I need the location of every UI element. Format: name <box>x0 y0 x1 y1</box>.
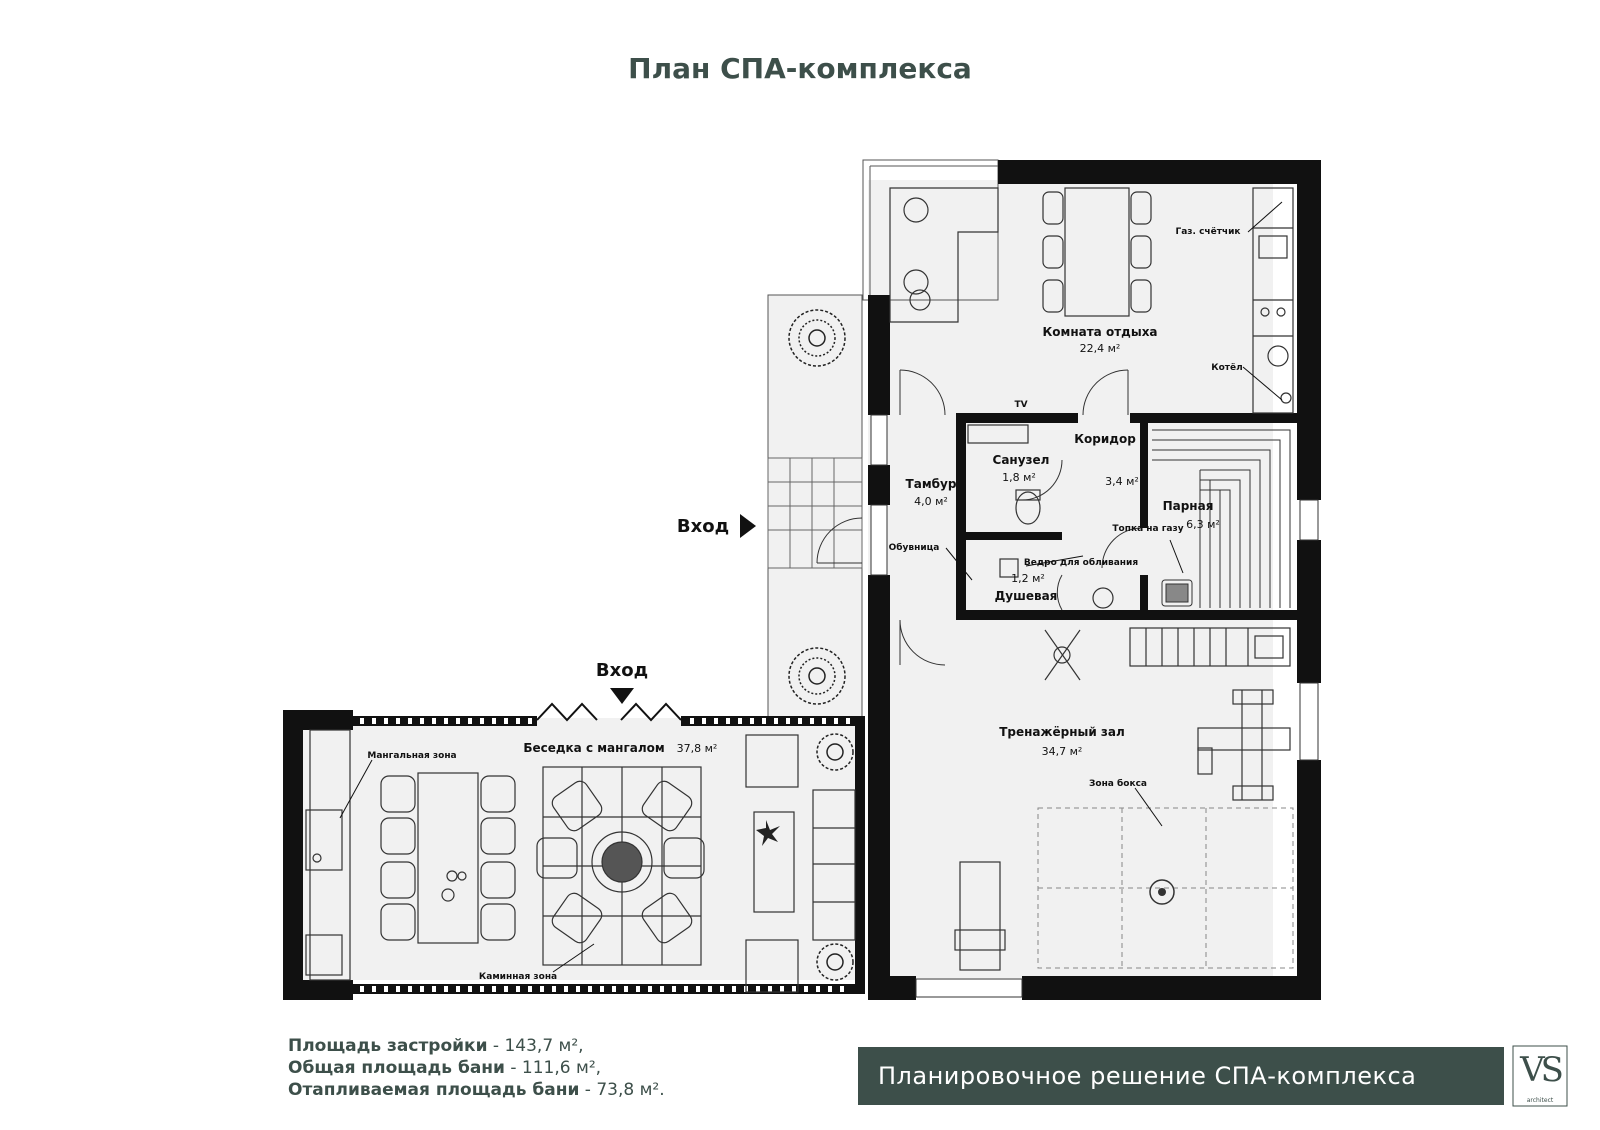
room-area: 1,8 м² <box>1002 471 1036 484</box>
room-area: 34,7 м² <box>1042 745 1083 758</box>
stat-row: Общая площадь бани - 111,6 м², <box>288 1057 665 1079</box>
sauna-benches <box>1152 429 1291 608</box>
stat-label: Площадь застройки <box>288 1036 488 1056</box>
dining-table <box>1042 187 1152 317</box>
entrance-arrow-icon <box>740 514 756 538</box>
stat-value: 73,8 м². <box>596 1080 665 1100</box>
entrance-label: Вход <box>677 516 729 537</box>
banner: Планировочное решение СПА-комплекса <box>858 1047 1504 1105</box>
room-name: Беседка с мангалом <box>523 741 664 755</box>
porch-steps <box>767 457 863 569</box>
stat-label: Общая площадь бани <box>288 1058 505 1078</box>
stat-label: Отапливаемая площадь бани <box>288 1080 580 1100</box>
stat-row: Площадь застройки - 143,7 м², <box>288 1035 665 1057</box>
railing-gaps <box>360 718 850 992</box>
room-name: Парная <box>1163 499 1214 513</box>
label-bucket: Ведро для обливания <box>1024 557 1138 568</box>
label-tv: TV <box>1014 400 1027 410</box>
room-name: Санузел <box>993 453 1050 467</box>
room-name: Коридор <box>1074 432 1136 446</box>
area-stats: Площадь застройки - 143,7 м², Общая площ… <box>288 1035 665 1101</box>
label-boxing-zone: Зона бокса <box>1089 778 1147 789</box>
label-boiler: Котёл <box>1211 363 1242 373</box>
plant-icons <box>788 309 854 981</box>
boxing-zone <box>1037 807 1294 969</box>
label-fireplace-zone: Каминная зона <box>479 972 557 982</box>
room-name: Тренажёрный зал <box>999 725 1125 739</box>
stat-separator: - <box>487 1036 505 1056</box>
logo-icon <box>1512 1045 1568 1107</box>
label-shoe-rack: Обувница <box>889 542 940 553</box>
folding-doors <box>536 702 682 722</box>
leader-lines <box>339 201 1283 973</box>
gym-equipment <box>954 627 1291 971</box>
label-gas-meter: Газ. счётчик <box>1175 227 1240 237</box>
door-swings <box>899 369 1143 666</box>
stat-row: Отапливаемая площадь бани - 73,8 м². <box>288 1079 665 1101</box>
stat-separator: - <box>579 1080 597 1100</box>
label-gas-heater: Топка на газу <box>1112 524 1183 534</box>
room-name: Тамбур <box>906 477 957 491</box>
floor-fill <box>296 180 1273 980</box>
plant-icon <box>756 820 780 846</box>
page-title: План СПА-комплекса <box>628 52 972 85</box>
room-area: 4,0 м² <box>914 495 948 508</box>
windows <box>870 414 1319 998</box>
stat-value: 111,6 м², <box>521 1058 602 1078</box>
sofa <box>889 187 999 323</box>
punching-bag-icon <box>1149 879 1175 905</box>
entrance-label: Вход <box>596 660 648 681</box>
gazebo-furniture <box>305 729 856 993</box>
logo-text: VS <box>1520 1050 1564 1090</box>
room-area: 37,8 м² <box>677 742 718 755</box>
stat-separator: - <box>504 1058 522 1078</box>
logo-sub: architect <box>1526 1097 1554 1104</box>
kitchen-counter <box>1252 187 1294 414</box>
bathroom-fixtures <box>967 424 1114 609</box>
label-bbq-zone: Мангальная зона <box>367 751 456 761</box>
stat-value: 143,7 м², <box>504 1036 584 1056</box>
walls <box>283 160 1321 1000</box>
room-name: Душевая <box>995 589 1058 603</box>
room-area: 22,4 м² <box>1080 342 1121 355</box>
entrance-arrow-icon <box>610 688 634 704</box>
room-area: 3,4 м² <box>1105 475 1139 488</box>
room-area: 6,3 м² <box>1186 518 1220 531</box>
room-name: Комната отдыха <box>1042 325 1157 339</box>
room-area: 1,2 м² <box>1011 572 1045 585</box>
